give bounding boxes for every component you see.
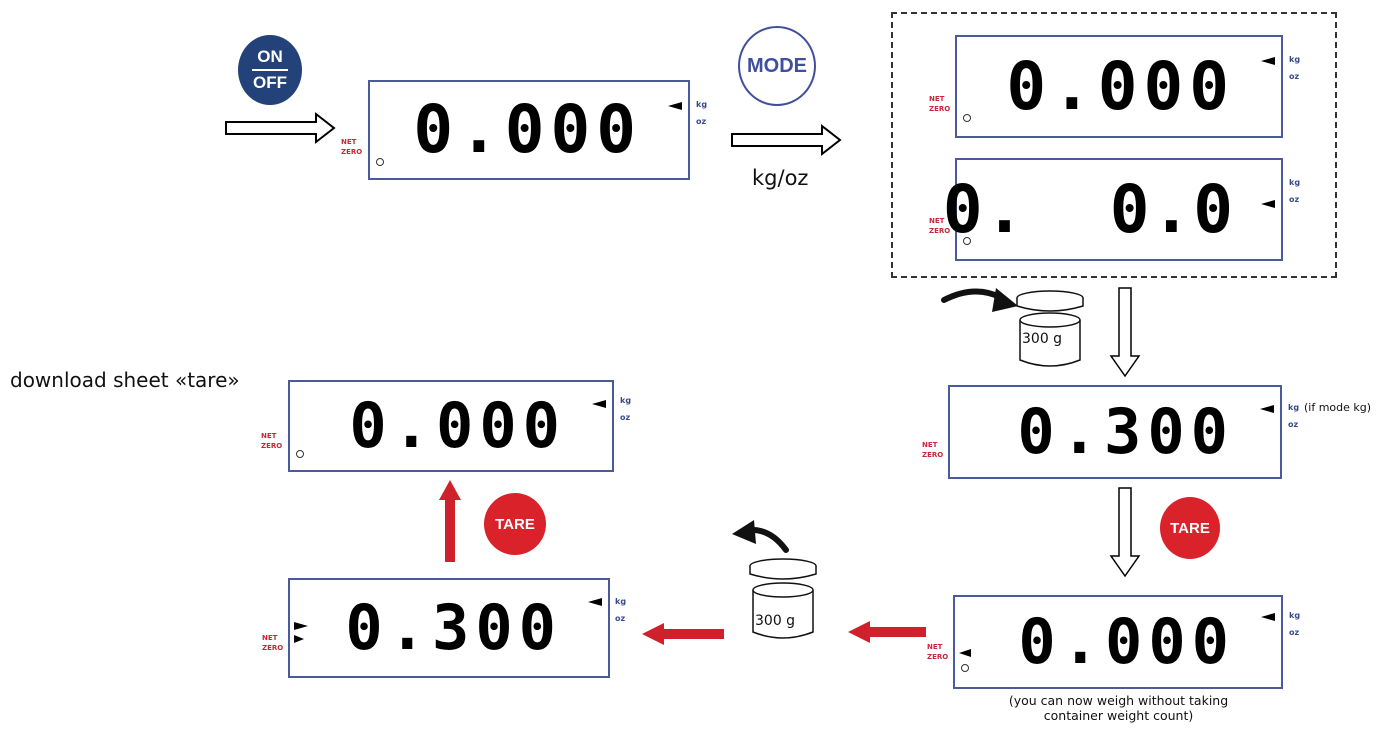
off-label: OFF <box>253 73 287 92</box>
net-zero-labels: NET ZERO <box>929 94 950 114</box>
zero-indicator <box>296 450 304 458</box>
kg-oz-label: kg/oz <box>752 166 809 190</box>
net-label: NET <box>922 441 938 449</box>
outline-arrow-right <box>731 123 842 157</box>
unit-oz: oz <box>696 117 707 126</box>
display-value: 0.000 <box>1006 47 1235 125</box>
unit-pointer <box>1261 613 1275 621</box>
net-zero-labels: NET ZERO <box>262 633 283 653</box>
display-initial: 0.000 <box>368 80 690 180</box>
net-label: NET <box>341 138 357 146</box>
zero-label: ZERO <box>922 451 944 459</box>
net-zero-labels: NET ZERO <box>927 642 948 662</box>
weigh-note: (you can now weigh without taking contai… <box>986 693 1251 723</box>
mode-label: MODE <box>747 54 807 77</box>
net-zero-labels: NET ZERO <box>261 431 282 451</box>
outline-arrow-right <box>225 111 336 145</box>
curved-arrow-left-head <box>732 520 756 544</box>
unit-oz: oz <box>620 413 631 422</box>
weigh-note-line1: (you can now weigh without taking <box>1008 693 1229 708</box>
red-arrow-up <box>439 480 461 562</box>
unit-pointer <box>668 102 682 110</box>
on-off-divider <box>252 69 288 71</box>
unit-pointer <box>1261 200 1275 208</box>
unit-oz: oz <box>615 614 626 623</box>
unit-oz: oz <box>1288 420 1299 429</box>
tare-button: TARE <box>1160 497 1220 559</box>
unit-pointer <box>588 598 602 606</box>
unit-kg: kg <box>1289 611 1301 620</box>
unit-oz: oz <box>1289 195 1300 204</box>
on-off-button: ON OFF <box>238 35 302 105</box>
zero-label: ZERO <box>341 148 363 156</box>
net-zero-labels: NET ZERO <box>922 440 943 460</box>
mode-options-box <box>891 12 1337 278</box>
zero-label: ZERO <box>262 644 284 652</box>
net-label: NET <box>929 95 945 103</box>
unit-kg: kg <box>1289 178 1301 187</box>
unit-kg: kg <box>696 100 708 109</box>
unit-pointer <box>1261 57 1275 65</box>
zero-indicator <box>961 664 969 672</box>
unit-kg: kg <box>1288 403 1300 412</box>
display-net-weight: 0.300 <box>288 578 610 678</box>
red-arrow-left <box>848 621 926 643</box>
unit-pointer <box>592 400 606 408</box>
mode-button: MODE <box>738 26 816 106</box>
display-oz-mode: 0. 0.0 <box>943 158 1283 261</box>
display-value: 0.300 <box>345 591 562 664</box>
zero-label: ZERO <box>929 105 951 113</box>
display-kg-mode: 0.000 <box>955 35 1283 138</box>
outline-arrow-down <box>1109 287 1141 378</box>
display-with-container: 0.300 <box>948 385 1282 479</box>
zero-indicator <box>963 114 971 122</box>
tare-label: TARE <box>495 515 535 533</box>
if-mode-kg-label: (if mode kg) <box>1304 401 1372 414</box>
zero-label: ZERO <box>927 653 949 661</box>
unit-oz: oz <box>1289 628 1300 637</box>
unit-pointer <box>1260 405 1274 413</box>
unit-oz: oz <box>1289 72 1300 81</box>
display-value: 0.000 <box>413 91 642 168</box>
weight-label: 300 g <box>755 613 796 629</box>
display-value: 0.300 <box>1017 395 1234 468</box>
net-label: NET <box>262 634 278 642</box>
zero-indicator <box>376 158 384 166</box>
container-jar-icon <box>1016 290 1084 367</box>
curved-arrow-right <box>941 288 1005 303</box>
net-pointer-2 <box>294 635 304 643</box>
zero-label: ZERO <box>929 227 951 235</box>
unit-kg: kg <box>1289 55 1301 64</box>
tare-button: TARE <box>484 493 546 555</box>
display-value: 0. 0.0 <box>942 170 1235 248</box>
net-pointer <box>959 649 971 657</box>
tare-label: TARE <box>1170 519 1210 537</box>
net-zero-labels: NET ZERO <box>341 137 362 157</box>
net-zero-labels: NET ZERO <box>929 216 950 236</box>
weight-label: 300 g <box>1022 331 1063 347</box>
outline-arrow-down <box>1109 487 1141 578</box>
curved-arrow-right-head <box>992 288 1018 312</box>
weigh-note-line2: container weight count) <box>1043 708 1194 723</box>
display-value: 0.000 <box>1018 605 1235 678</box>
red-arrow-left <box>642 623 724 645</box>
net-pointer <box>294 622 308 630</box>
display-value: 0.000 <box>349 389 566 462</box>
display-reset: 0.000 <box>288 380 614 472</box>
zero-label: ZERO <box>261 442 283 450</box>
display-after-tare: 0.000 <box>953 595 1283 689</box>
zero-indicator <box>963 237 971 245</box>
net-label: NET <box>929 217 945 225</box>
net-label: NET <box>261 432 277 440</box>
container-jar-icon <box>749 558 817 639</box>
unit-kg: kg <box>615 597 627 606</box>
net-label: NET <box>927 643 943 651</box>
on-label: ON <box>257 47 283 66</box>
unit-kg: kg <box>620 396 632 405</box>
download-tare-label: download sheet «tare» <box>10 368 240 392</box>
